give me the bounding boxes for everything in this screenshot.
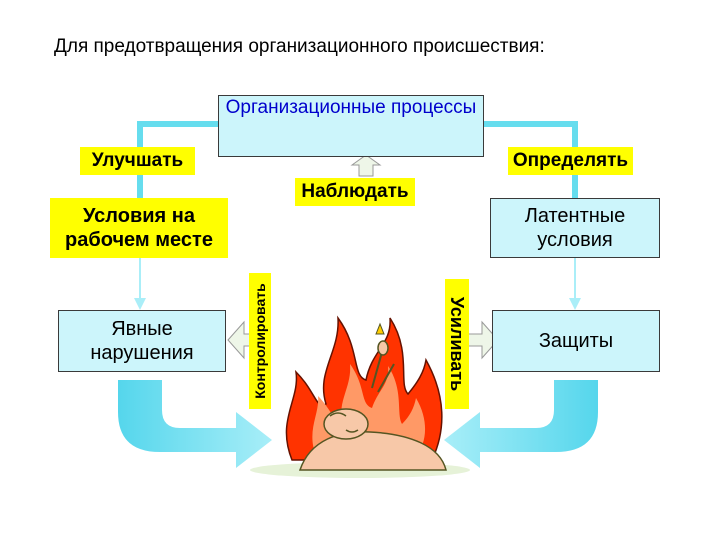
define-label: Определять [508,147,633,175]
work-conditions-box: Условия на рабочем месте [50,198,228,258]
control-label: Контролировать [249,273,271,409]
protections-box: Защиты [492,310,660,372]
big-arrow-right-icon [444,380,598,468]
org-processes-box: Организационные процессы [218,95,484,157]
explicit-violations-box: Явные нарушения [58,310,226,372]
fire-illustration-icon [250,315,470,478]
big-arrow-left-icon [118,380,272,468]
improve-label: Улучшать [80,147,195,175]
observe-label: Наблюдать [295,178,415,206]
strengthen-label: Усиливать [445,279,469,409]
org-processes-label: Организационные процессы [225,96,477,118]
latent-conditions-box: Латентные условия [490,198,660,258]
observe-arrow-icon [350,154,382,177]
page-title: Для предотвращения организационного прои… [54,36,545,57]
